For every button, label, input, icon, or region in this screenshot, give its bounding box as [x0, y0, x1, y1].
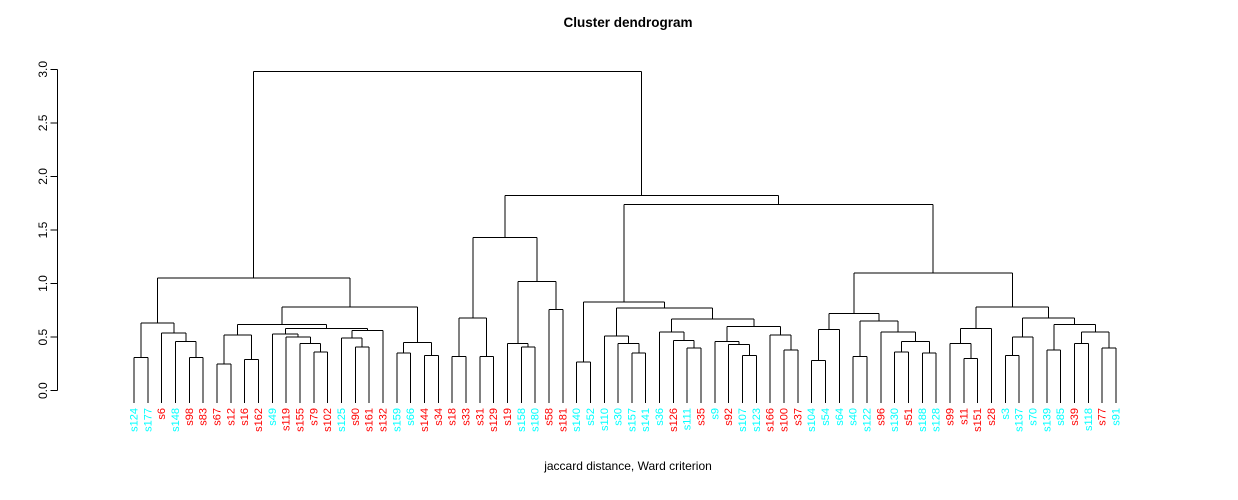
leaf-label: s40 — [848, 408, 860, 426]
leaf-label: s66 — [405, 408, 417, 426]
leaf-label: s110 — [599, 408, 611, 431]
leaf-label: s77 — [1097, 408, 1109, 426]
leaf-label: s162 — [253, 408, 265, 432]
leaf-label: s177 — [142, 408, 154, 432]
leaf-label: s52 — [585, 408, 597, 426]
leaf-label: s85 — [1055, 408, 1067, 426]
leaf-label: s16 — [239, 408, 251, 426]
leaf-label: s67 — [211, 408, 223, 426]
leaf-label: s122 — [862, 408, 874, 432]
leaf-label: s92 — [723, 408, 735, 426]
leaf-label: s107 — [737, 408, 749, 432]
y-axis — [50, 68, 58, 392]
leaf-label: s137 — [1014, 408, 1026, 432]
leaf-label: s12 — [225, 408, 237, 426]
leaf-label: s96 — [875, 408, 887, 426]
leaf-label: s83 — [198, 408, 210, 426]
y-tick-label: 2.5 — [36, 114, 50, 131]
leaf-label: s155 — [294, 408, 306, 432]
leaf-label: s98 — [184, 408, 196, 426]
leaf-label: s139 — [1041, 408, 1053, 432]
leaf-label: s119 — [281, 408, 293, 431]
y-tick-label: 1.5 — [36, 221, 50, 238]
leaf-label: s79 — [308, 408, 320, 426]
leaf-label: s141 — [640, 408, 652, 432]
y-tick-label: 0.5 — [36, 328, 50, 345]
leaf-label: s36 — [654, 408, 666, 426]
leaf-label: s118 — [1083, 408, 1095, 431]
y-axis-tick-labels: 0.0 0.5 1.0 1.5 2.0 2.5 3.0 — [36, 61, 50, 399]
leaf-label: s181 — [557, 408, 569, 432]
leaf-label: s100 — [779, 408, 791, 432]
leaf-label: s49 — [267, 408, 279, 426]
leaf-label: s91 — [1111, 408, 1123, 426]
leaf-label: s3 — [1000, 408, 1012, 420]
leaf-label: s159 — [391, 408, 403, 432]
leaf-label: s11 — [958, 408, 970, 425]
leaf-label: s180 — [530, 408, 542, 432]
leaf-label: s132 — [377, 408, 389, 432]
leaf-label: s151 — [972, 408, 984, 432]
leaf-label: s90 — [350, 408, 362, 426]
leaf-label: s19 — [502, 408, 514, 426]
leaf-label: s30 — [613, 408, 625, 426]
leaf-label: s128 — [931, 408, 943, 432]
dendrogram-tree-lines — [133, 70, 1117, 403]
leaf-label: s18 — [447, 408, 459, 426]
leaf-label: s157 — [626, 408, 638, 432]
leaf-label: s148 — [170, 408, 182, 432]
leaf-label: s51 — [903, 408, 915, 426]
leaf-label: s33 — [460, 408, 472, 426]
leaf-label: s166 — [765, 408, 777, 432]
leaf-label: s70 — [1028, 408, 1040, 426]
leaf-label: s144 — [419, 408, 431, 432]
x-axis-label: jaccard distance, Ward criterion — [543, 459, 712, 473]
y-tick-label: 0.0 — [36, 382, 50, 399]
leaf-label: s39 — [1069, 408, 1081, 426]
leaf-label: s125 — [336, 408, 348, 432]
leaf-label: s161 — [364, 408, 376, 432]
leaf-label: s111 — [682, 408, 694, 430]
leaf-label: s54 — [820, 408, 832, 426]
leaf-label: s123 — [751, 408, 763, 432]
leaf-label: s6 — [156, 408, 168, 420]
y-tick-label: 2.0 — [36, 168, 50, 185]
leaf-label: s28 — [986, 408, 998, 426]
leaf-label: s34 — [433, 408, 445, 426]
leaf-label: s35 — [696, 408, 708, 426]
leaf-label: s124 — [129, 408, 141, 432]
leaf-label: s37 — [792, 408, 804, 426]
leaf-label: s104 — [806, 408, 818, 432]
leaf-label: s64 — [834, 408, 846, 426]
leaf-label: s158 — [516, 408, 528, 432]
y-tick-label: 1.0 — [36, 275, 50, 292]
leaf-label: s126 — [668, 408, 680, 432]
y-tick-label: 3.0 — [36, 61, 50, 78]
leaf-label: s140 — [571, 408, 583, 432]
leaf-label: s99 — [945, 408, 957, 426]
chart-title: Cluster dendrogram — [563, 15, 692, 30]
leaf-label: s188 — [917, 408, 929, 432]
leaf-label: s9 — [709, 408, 721, 420]
leaf-label: s130 — [889, 408, 901, 432]
leaf-label: s129 — [488, 408, 500, 432]
leaf-label: s102 — [322, 408, 334, 432]
leaf-label: s31 — [474, 408, 486, 426]
leaf-label: s58 — [543, 408, 555, 426]
